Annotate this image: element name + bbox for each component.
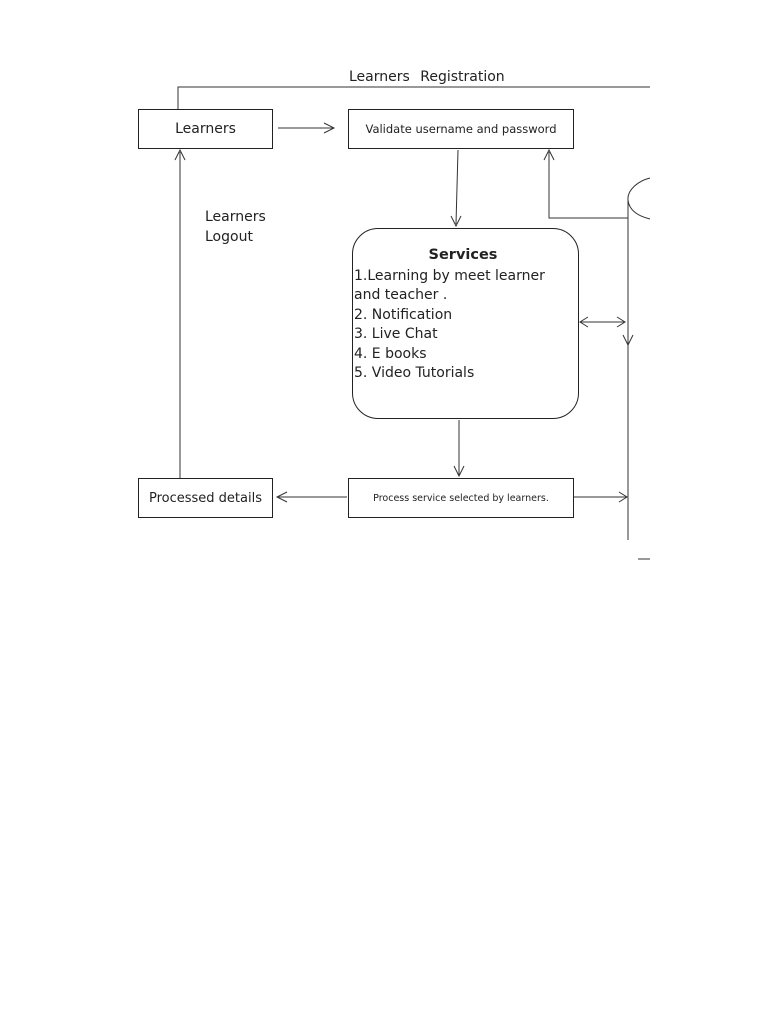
arrowhead-up <box>543 148 555 161</box>
service-item: 3. Live Chat <box>354 326 438 342</box>
arrowhead-right <box>323 122 336 134</box>
validate-node: Validate username and password <box>348 109 574 149</box>
arrowhead-right <box>616 316 626 328</box>
service-item: 2. Notification <box>354 306 453 323</box>
arrowhead-down <box>450 215 462 228</box>
arrowhead-up <box>174 148 186 161</box>
learners-node: Learners <box>138 109 273 149</box>
arrowhead-right <box>618 491 628 503</box>
validate-to-services-arrow <box>455 149 459 225</box>
processed-details-node: Processed details <box>138 478 273 518</box>
logout-label: Learners Logout <box>205 209 266 245</box>
arrowhead-down <box>622 334 634 347</box>
service-item: 4. E books <box>354 345 427 362</box>
arrowhead-left <box>579 316 589 328</box>
services-title: Services <box>428 247 498 263</box>
arrowhead-down <box>453 465 465 478</box>
services-node: Services 1.Learning by meet learner and … <box>352 228 579 419</box>
service-item: 1.Learning by meet learner and teacher . <box>354 267 545 304</box>
registration-connector <box>177 86 650 109</box>
database-to-validate-arrow <box>548 152 628 219</box>
service-item: 5. Video Tutorials <box>354 365 475 381</box>
process-service-node: Process service selected by learners. <box>348 478 574 518</box>
arrowhead-left <box>275 491 288 503</box>
registration-label: Learners Registration <box>349 69 505 85</box>
database-cylinder-top <box>627 177 651 220</box>
